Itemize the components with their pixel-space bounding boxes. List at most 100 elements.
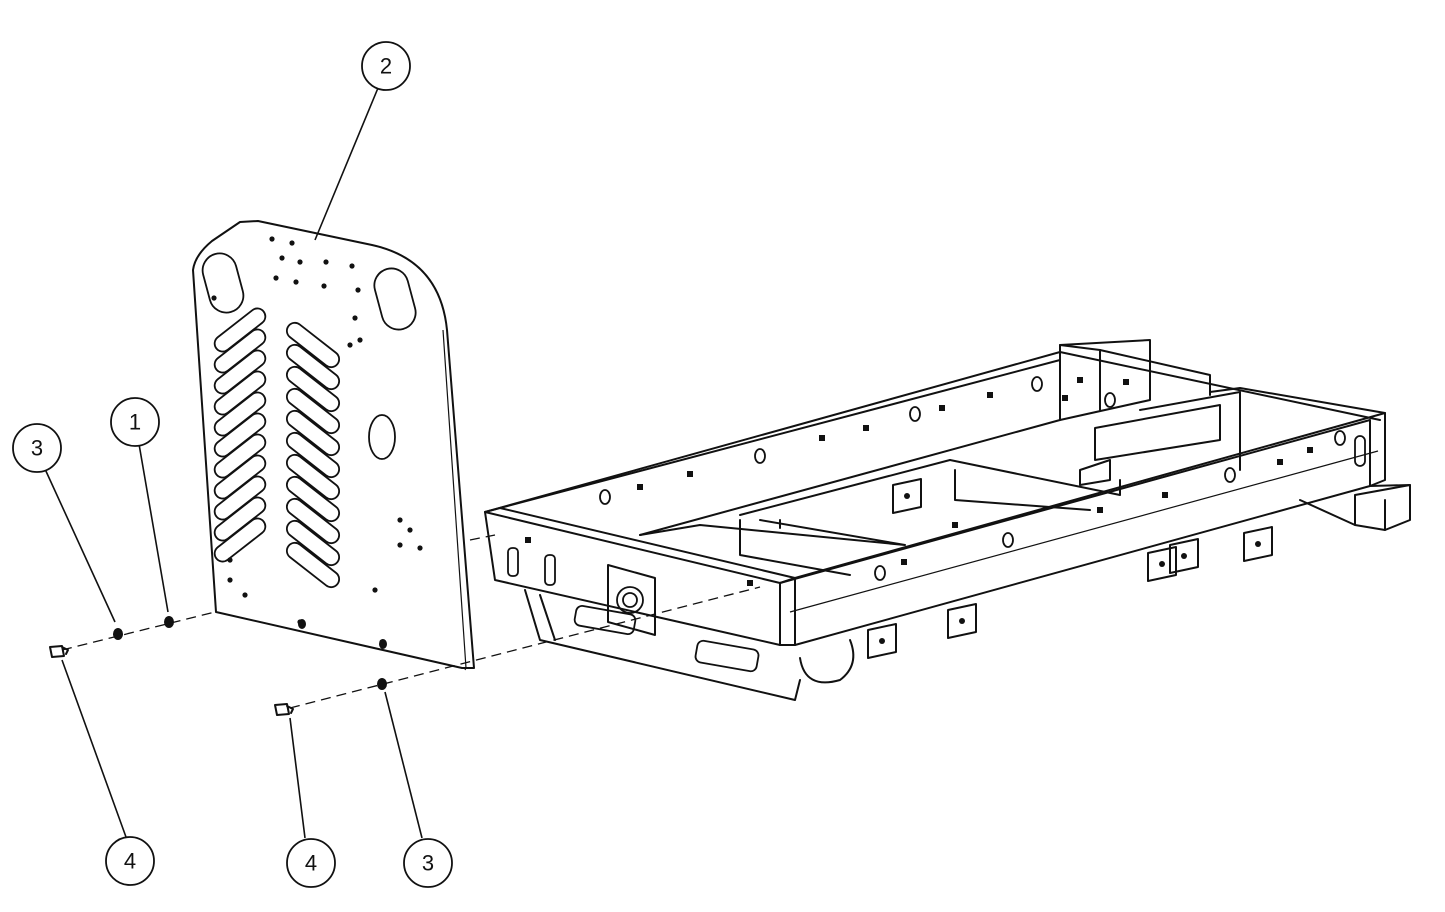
hole (269, 236, 275, 242)
mounting-tabs (867, 478, 1273, 659)
hole (397, 542, 403, 548)
rail-hole (747, 580, 753, 586)
tab-hole (1255, 541, 1261, 547)
callout-3-right-label: 3 (422, 851, 434, 876)
hole (289, 240, 295, 246)
rail-hole (863, 425, 869, 431)
vent-slots (213, 307, 341, 589)
rail-hole (1062, 395, 1068, 401)
rail-hole (819, 435, 825, 441)
tab (1169, 538, 1199, 574)
hole (273, 275, 279, 281)
vent-slot (285, 387, 341, 435)
callout-1-label: 1 (129, 410, 141, 435)
panel-holes (211, 236, 423, 649)
hole (297, 259, 303, 265)
rail-hole (952, 522, 958, 528)
vent-slot (285, 541, 341, 589)
callout-4-right-label: 4 (305, 851, 317, 876)
hole (397, 517, 403, 523)
callout-4-left: 4 (105, 836, 155, 886)
rail-hole (1031, 376, 1043, 392)
tab-hole (1181, 553, 1187, 559)
screw-part-4-right (274, 703, 294, 716)
washer-part-3-left (113, 628, 123, 640)
washer-part-1 (164, 616, 174, 628)
tab-hole (879, 638, 885, 644)
vent-slot (213, 517, 267, 563)
rail-hole (1224, 467, 1236, 483)
vent-slot (285, 409, 341, 457)
hole (355, 287, 361, 293)
hole (349, 263, 355, 269)
rail-hole (1277, 459, 1283, 465)
hole (242, 592, 248, 598)
hole (293, 279, 299, 285)
rail-hole (525, 537, 531, 543)
hole (227, 577, 233, 583)
rivet (379, 639, 387, 649)
callout-1: 1 (110, 397, 160, 447)
rail-hole (1002, 532, 1014, 548)
callout-2-label: 2 (380, 54, 392, 79)
hole (407, 527, 413, 533)
rail-hole (1307, 447, 1313, 453)
hole (211, 295, 217, 301)
rail-hole (1123, 379, 1129, 385)
rail-hole (1077, 377, 1083, 383)
washer-part-3-right (377, 678, 387, 690)
callout-4-right: 4 (286, 838, 336, 888)
vent-slot (285, 365, 341, 413)
vent-slot (285, 497, 341, 545)
rail-hole (874, 565, 886, 581)
callout-3-left-label: 3 (31, 436, 43, 461)
rail-hole (901, 559, 907, 565)
vent-slot (285, 453, 341, 501)
rail-hole (939, 405, 945, 411)
callout-2: 2 (361, 41, 411, 91)
tab (892, 478, 922, 514)
vent-slot (285, 321, 341, 369)
rail-holes (525, 376, 1346, 586)
vent-slot (285, 475, 341, 523)
fasteners (49, 534, 761, 716)
leader-lines (44, 87, 423, 839)
hole (357, 337, 363, 343)
rail-hole (1162, 492, 1168, 498)
rivet (298, 619, 306, 629)
hole (323, 259, 329, 265)
hole (372, 587, 378, 593)
tab (1147, 546, 1177, 582)
callout-3-left: 3 (12, 423, 62, 473)
rail-hole (987, 392, 993, 398)
hole (417, 545, 423, 551)
rail-hole (637, 484, 643, 490)
tab-hole (904, 493, 910, 499)
hole (321, 283, 327, 289)
callout-3-right: 3 (403, 838, 453, 888)
rail-hole (599, 489, 611, 505)
rail-hole (1334, 430, 1346, 446)
side-panel (192, 220, 475, 671)
hole (227, 557, 233, 563)
rail-hole (1104, 392, 1116, 408)
screw-part-4-left (49, 645, 69, 658)
tab (1243, 526, 1273, 562)
tab (947, 603, 977, 639)
tab-hole (959, 618, 965, 624)
rail-hole (1097, 507, 1103, 513)
rail-hole (754, 448, 766, 464)
frame-assembly (484, 339, 1411, 701)
rail-hole (909, 406, 921, 422)
rail-hole (687, 471, 693, 477)
vent-slot (285, 519, 341, 567)
hole (352, 315, 358, 321)
tab-hole (1159, 561, 1165, 567)
vent-slot (285, 431, 341, 479)
hole (347, 342, 353, 348)
callout-4-left-label: 4 (124, 849, 136, 874)
hole (279, 255, 285, 261)
tab (867, 623, 897, 659)
